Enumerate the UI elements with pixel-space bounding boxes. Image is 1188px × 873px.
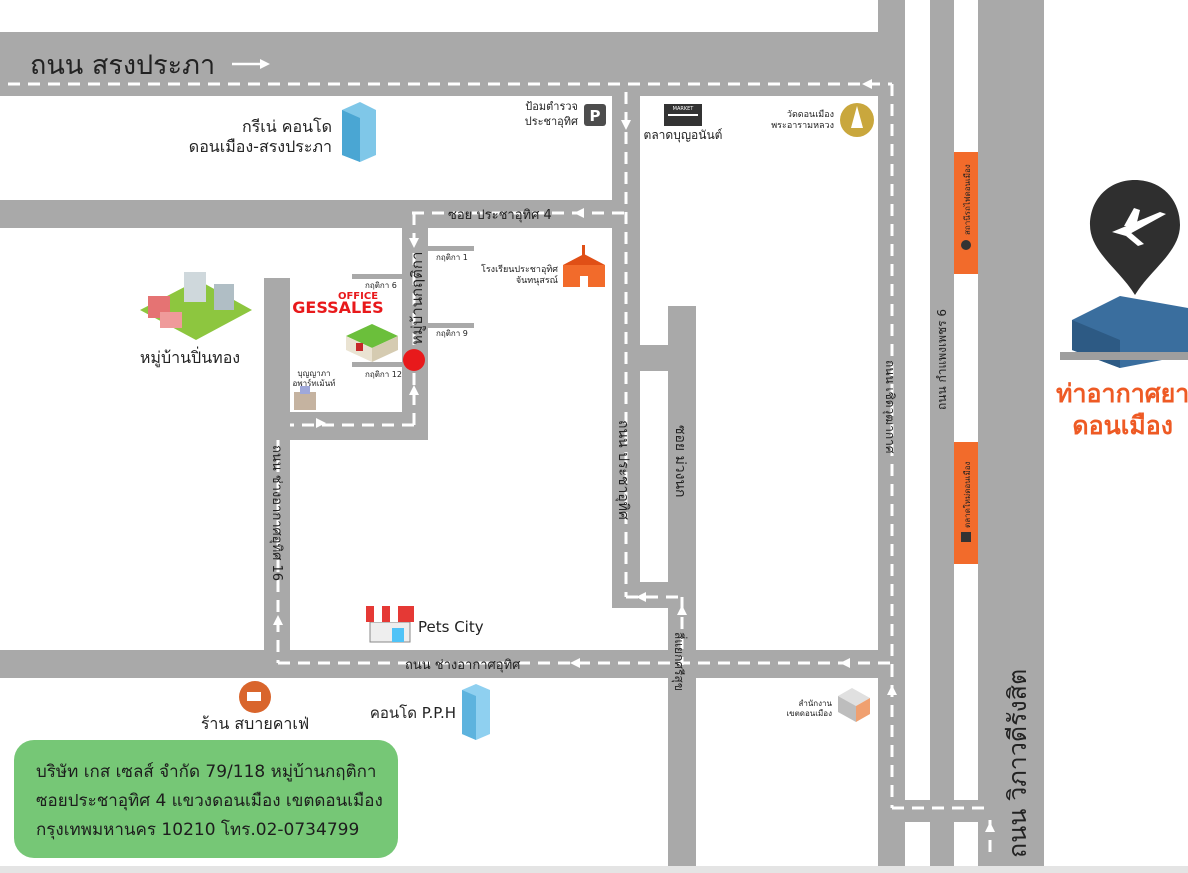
wat-don-mueang: วัดดอนเมือง พระอารามหลวง [771,103,874,137]
school-label-2: จันทนุสรณ์ [516,274,558,286]
lane-label-6: กฤติกา 6 [365,281,397,290]
pin-thong-village: หมู่บ้านปิ่นทอง [140,272,252,368]
airport-panel [1044,0,1188,873]
market-sign-label: ตลาดใหม่ดอนเมือง [963,461,972,528]
terminal-building-icon [1060,296,1188,368]
kritika-lane-labels: กฤติกา 1 กฤติกา 6 กฤติกา 9 กฤติกา 12 [365,253,468,379]
boon-anan-market: MARKET ตลาดบุญอนันต์ [644,104,723,143]
apartment-icon [294,386,316,410]
condo-tower-icon [342,102,376,162]
pracha-uthit-school: โรงเรียนประชาอุทิศ จันทนุสรณ์ [481,245,605,287]
condo-pph: คอนโด P.P.H [370,684,490,740]
lane-label-1: กฤติกา 1 [436,253,468,262]
address-line-1: บริษัท เกส เซลส์ จำกัด 79/118 หมู่บ้านกฤ… [36,762,377,782]
school-icon [563,245,605,287]
train-icon [961,240,971,250]
bunyanat-label-2: อพาร์ทเม้นท์ [293,378,336,388]
bottom-edge [0,866,1188,873]
market-icon-text: MARKET [673,106,695,112]
svg-text:P: P [590,107,601,125]
sabai-cafe: ร้าน สบายคาเฟ่ [201,681,309,733]
station-sign-bar [954,152,978,274]
shop-icon [366,606,414,643]
lane-label-12: กฤติกา 12 [365,370,402,379]
market-label: ตลาดบุญอนันต์ [644,128,723,143]
district-label-1: สำนักงาน [798,699,832,708]
label-sorng-prapha: ถนน สรงประภา [30,50,215,81]
police-label-2: ประชาอุทิศ [525,115,578,128]
market-sign-bar [954,442,978,564]
bunyanat-label-1: บุญญาภา [298,369,331,378]
temple-label-2: พระอารามหลวง [771,121,834,131]
school-label-1: โรงเรียนประชาอุทิศ [481,264,558,275]
police-label-1: ป้อมตำรวจ [525,100,578,113]
office-word: OFFICE [338,291,378,302]
cafe-label: ร้าน สบายคาเฟ่ [201,714,309,733]
label-muban-kritika: หมู่บ้านกฤติกา [408,252,426,345]
label-chang-akat-uthit: ถนน ช่างอากาศอุทิศ [405,658,521,673]
road-link-vibhavadi [878,800,1044,822]
greene-condo-label-2: ดอนเมือง-สรงประภา [189,137,332,156]
label-sriyaek-srisuk: สี่แยกศรีสุข [671,632,688,691]
greene-condo: กรีเน่ คอนโด ดอนเมือง-สรงประภา [189,102,376,162]
road-pracha-uthit [612,90,640,608]
district-label-2: เขตดอนเมือง [786,709,832,718]
address-box: บริษัท เกส เซลส์ จำกัด 79/118 หมู่บ้านกฤ… [14,740,398,858]
police-box: ป้อมตำรวจ ประชาอุทิศ P [525,100,606,128]
label-vibhavadi-rangsit: ถนน วิภาวดีรังสิต [1003,669,1032,858]
label-pracha-uthit: ถนน ประชาอุทิศ [615,420,631,520]
village-icon [140,272,252,340]
road-labels: ถนน สรงประภา ซอย ประชาอุทิศ 4 หมู่บ้านกฤ… [30,50,1032,858]
airport-title-line2: ดอนเมือง [1072,411,1173,440]
bunyanat-apartment: บุญญาภา อพาร์ทเม้นท์ [293,369,336,410]
label-kamphaeng-phet-6: ถนน กำแพงเพชร 6 [935,309,949,410]
label-chang-akat-uthit-16: ถนน ช่างอากาศอุทิศ 16 [269,445,284,581]
village-label: หมู่บ้านปิ่นทอง [140,346,240,368]
office-brand: GESSALES [292,298,383,317]
government-building-icon [838,688,870,722]
airport-title: ท่าอากาศยา ดอนเมือง [1056,378,1188,442]
greene-condo-label-1: กรีเน่ คอนโด [242,117,332,136]
lane-label-9: กฤติกา 9 [436,329,468,338]
airport-title-line1: ท่าอากาศยา [1056,379,1188,408]
label-soi-pracha-uthit-4: ซอย ประชาอุทิศ 4 [448,208,552,223]
office-building-icon [346,324,398,362]
address-line-2: ซอยประชาอุทิศ 4 แขวงดอนเมือง เขตดอนเมือง [36,791,383,811]
condo-pph-label: คอนโด P.P.H [370,704,456,722]
map-canvas [0,0,1050,873]
station-sign-label: สถานีรถไฟดอนเมือง [963,164,972,235]
airplane-icon [1112,208,1166,246]
route-lines [8,82,992,860]
pets-city: Pets City [366,606,484,643]
direction-arrows [232,59,995,832]
temple-label-1: วัดดอนเมือง [787,109,834,120]
gessales-office: OFFICE GESSALES [292,291,425,371]
parking-icon [584,104,606,126]
don-mueang-airport [1060,180,1188,368]
district-office: สำนักงาน เขตดอนเมือง [786,688,870,722]
road-link-muang-nak [640,345,670,371]
address-line-3: กรุงเทพมหานคร 10210 โทร.02-0734799 [36,820,360,840]
pets-city-label: Pets City [418,618,484,636]
label-chet-chuttakat: ถนน เชิดวุฒากาศ [882,360,897,454]
condo-tower-icon-2 [462,684,490,740]
road-vibhavadi-rangsit [978,0,1044,873]
location-pin [403,349,425,371]
shop-icon [961,532,971,542]
road-chang-akat-uthit [0,650,905,678]
kritika-lane-stubs [352,246,474,367]
road-kamphaeng-phet-6 [930,0,954,873]
label-soi-muang-nak: ซอย ม่วงนก [672,425,688,498]
